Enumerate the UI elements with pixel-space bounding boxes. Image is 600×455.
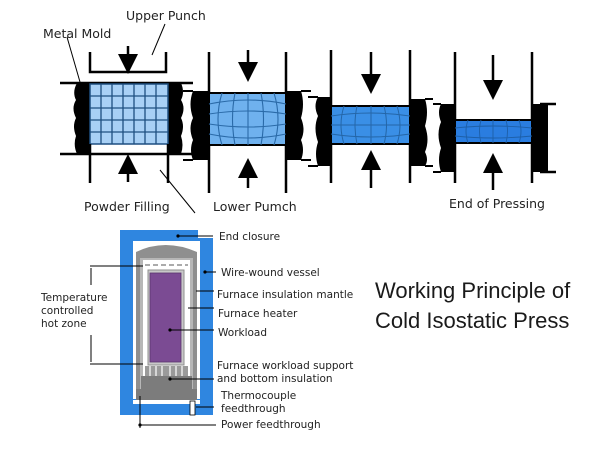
label-end-of-pressing: End of Pressing <box>449 196 545 211</box>
powder-grid <box>90 84 168 144</box>
metal-mold-left <box>190 91 209 160</box>
isostatic-press-vessel <box>120 230 213 428</box>
label-lower-punch: Lower Pumch <box>213 199 297 214</box>
metal-mold-right <box>286 91 304 160</box>
metal-mold-left <box>438 104 455 172</box>
powder-grid <box>454 119 533 144</box>
stage-intermediate-compression <box>308 50 433 188</box>
title-line2: Cold Isostatic Press <box>375 308 569 333</box>
metal-mold-left <box>315 97 331 166</box>
metal-mold-left <box>73 83 90 154</box>
label-upper-punch: Upper Punch <box>126 8 206 23</box>
label-hot-zone-line1: Temperature <box>40 292 108 304</box>
label-support-line1: Furnace workload support <box>217 360 353 372</box>
powder-block <box>89 83 169 145</box>
stage-powder-filling <box>60 46 193 183</box>
bottom-insulation <box>136 376 197 400</box>
label-support-line2: and bottom insulation <box>217 373 333 385</box>
metal-mold-right <box>410 99 428 166</box>
label-end-closure: End closure <box>219 231 280 243</box>
label-furnace-heater: Furnace heater <box>218 308 298 320</box>
stage-end-of-pressing <box>433 52 556 190</box>
label-power-feedthrough: Power feedthrough <box>221 419 321 431</box>
metal-mold-right <box>532 104 548 172</box>
workload <box>149 272 182 363</box>
label-hot-zone-line2: controlled <box>41 305 93 317</box>
label-wire-wound-vessel: Wire-wound vessel <box>221 267 320 279</box>
label-hot-zone-line3: hot zone <box>41 318 87 330</box>
label-metal-mold: Metal Mold <box>43 26 111 41</box>
stage-initial-compression <box>183 50 311 193</box>
label-thermocouple-line2: feedthrough <box>221 403 286 415</box>
powder-grid <box>208 92 287 146</box>
vessel-leader-lines <box>90 235 216 426</box>
label-insulation-mantle: Furnace insulation mantle <box>217 289 353 301</box>
label-thermocouple-line1: Thermocouple <box>220 390 296 402</box>
metal-mold-right <box>168 83 184 154</box>
label-powder-filling: Powder Filling <box>84 199 170 214</box>
powder-grid <box>330 105 411 145</box>
label-workload: Workload <box>218 327 267 339</box>
title-line1: Working Principle of <box>375 278 571 303</box>
